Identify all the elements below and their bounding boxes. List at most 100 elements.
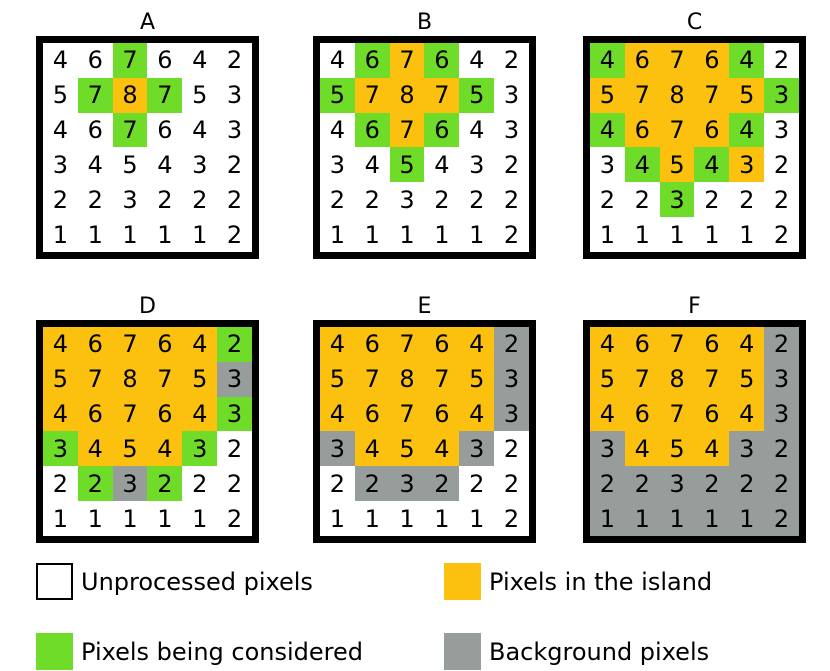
pixel-cell-unprocessed: 5: [43, 77, 78, 113]
pixel-cell-island: 7: [624, 361, 660, 397]
pixel-cell-island: 4: [43, 396, 78, 432]
pixel-cell-island: 4: [424, 431, 460, 467]
pixel-cell-background: 1: [729, 501, 765, 536]
pixel-cell-unprocessed: 3: [494, 112, 529, 148]
pixel-cell-considered: 7: [77, 77, 113, 113]
pixel-cell-background: 3: [494, 361, 529, 397]
pixel-cell-unprocessed: 2: [217, 466, 252, 502]
pixel-cell-unprocessed: 1: [112, 217, 148, 252]
pixel-cell-considered: 3: [659, 182, 695, 218]
pixel-cell-island: 6: [694, 112, 730, 148]
legend-swatch-island: [444, 563, 481, 600]
pixel-cell-unprocessed: 2: [43, 182, 78, 218]
pixel-cell-island: 4: [182, 396, 218, 432]
pixel-cell-island: 7: [389, 112, 425, 148]
pixel-cell-island: 4: [624, 431, 660, 467]
pixel-cell-island: 7: [389, 327, 425, 362]
panel-title: C: [686, 10, 703, 35]
pixel-cell-unprocessed: 2: [320, 182, 355, 218]
pixel-cell-background: 3: [590, 431, 625, 467]
pixel-cell-background: 2: [424, 466, 460, 502]
pixel-cell-unprocessed: 1: [147, 217, 183, 252]
pixel-cell-unprocessed: 1: [729, 217, 765, 252]
pixel-cell-considered: 6: [354, 43, 390, 78]
pixel-cell-background: 2: [694, 466, 730, 502]
pixel-cell-unprocessed: 6: [77, 112, 113, 148]
pixel-cell-unprocessed: 3: [764, 112, 799, 148]
pixel-cell-background: 2: [494, 327, 529, 362]
pixel-cell-island: 7: [694, 361, 730, 397]
panel-title: D: [139, 294, 156, 319]
pixel-cell-island: 6: [147, 396, 183, 432]
pixel-cell-island: 6: [77, 396, 113, 432]
pixel-cell-island: 6: [354, 327, 390, 362]
pixel-cell-unprocessed: 2: [217, 501, 252, 536]
pixel-cell-unprocessed: 2: [182, 182, 218, 218]
pixel-cell-considered: 4: [729, 43, 765, 78]
pixel-cell-unprocessed: 2: [424, 182, 460, 218]
legend-label-island: Pixels in the island: [489, 567, 713, 596]
pixel-cell-island: 6: [77, 327, 113, 362]
pixel-cell-island: 4: [77, 431, 113, 467]
pixel-cell-island: 6: [624, 43, 660, 78]
pixel-cell-unprocessed: 4: [182, 43, 218, 78]
pixel-cell-unprocessed: 4: [182, 112, 218, 148]
pixel-cell-unprocessed: 6: [147, 112, 183, 148]
pixel-cell-unprocessed: 1: [389, 217, 425, 252]
legend-label-unprocessed: Unprocessed pixels: [81, 567, 313, 596]
pixel-cell-island: 5: [182, 361, 218, 397]
pixel-cell-island: 7: [389, 396, 425, 432]
pixel-cell-unprocessed: 2: [217, 217, 252, 252]
legend-background: Background pixels: [444, 633, 709, 670]
pixel-cell-considered: 3: [764, 77, 799, 113]
pixel-cell-unprocessed: 3: [182, 147, 218, 183]
pixel-cell-island: 4: [459, 396, 495, 432]
pixel-cell-considered: 5: [320, 77, 355, 113]
pixel-cell-unprocessed: 5: [112, 147, 148, 183]
pixel-cell-island: 4: [43, 327, 78, 362]
pixel-cell-unprocessed: 4: [354, 147, 390, 183]
pixel-cell-considered: 6: [424, 43, 460, 78]
pixel-cell-background: 3: [659, 466, 695, 502]
pixel-cell-unprocessed: 2: [320, 466, 355, 502]
pixel-cell-unprocessed: 4: [459, 43, 495, 78]
legend-swatch-unprocessed: [36, 563, 73, 600]
pixel-cell-background: 3: [112, 466, 148, 502]
pixel-cell-unprocessed: 1: [424, 501, 460, 536]
pixel-cell-considered: 4: [590, 112, 625, 148]
pixel-cell-island: 6: [354, 396, 390, 432]
pixel-cell-island: 5: [320, 361, 355, 397]
pixel-cell-unprocessed: 3: [389, 182, 425, 218]
pixel-cell-background: 2: [764, 466, 799, 502]
pixel-cell-unprocessed: 2: [764, 43, 799, 78]
pixel-cell-island: 5: [389, 431, 425, 467]
pixel-cell-considered: 7: [112, 112, 148, 148]
pixel-cell-background: 3: [764, 361, 799, 397]
pixel-cell-considered: 5: [389, 147, 425, 183]
pixel-cell-unprocessed: 3: [320, 147, 355, 183]
pixel-cell-unprocessed: 4: [320, 43, 355, 78]
pixel-cell-island: 8: [659, 361, 695, 397]
pixel-cell-considered: 6: [354, 112, 390, 148]
pixel-cell-considered: 5: [459, 77, 495, 113]
pixel-cell-island: 5: [112, 431, 148, 467]
pixel-cell-unprocessed: 1: [147, 501, 183, 536]
pixel-cell-unprocessed: 3: [217, 77, 252, 113]
pixel-cell-considered: 3: [217, 396, 252, 432]
pixel-cell-unprocessed: 4: [43, 43, 78, 78]
pixel-cell-island: 8: [389, 361, 425, 397]
pixel-cell-considered: 2: [77, 466, 113, 502]
pixel-cell-considered: 4: [729, 112, 765, 148]
pixel-cell-unprocessed: 2: [764, 182, 799, 218]
pixel-cell-background: 2: [354, 466, 390, 502]
pixel-cell-unprocessed: 1: [659, 217, 695, 252]
